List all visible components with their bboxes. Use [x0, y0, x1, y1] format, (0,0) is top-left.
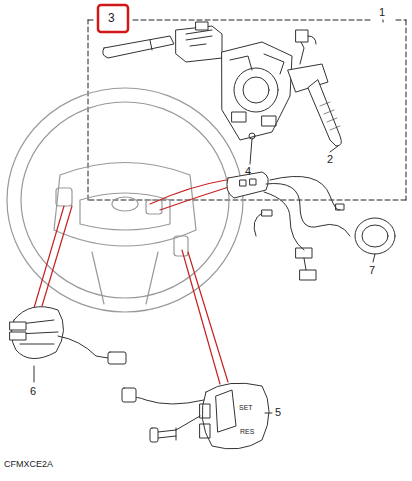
callout-number: 4 [245, 166, 251, 177]
callout-number: 3 [108, 12, 115, 24]
callout-number: 2 [327, 154, 333, 165]
button-legend: RES [240, 428, 254, 435]
callout-number: 7 [369, 265, 375, 276]
callout-number: 1 [379, 7, 385, 18]
callout-number: 5 [275, 407, 281, 418]
figure-code: CFMXCE2A [4, 460, 53, 469]
button-legend: SET [239, 404, 253, 411]
callout-number: 6 [30, 386, 36, 397]
